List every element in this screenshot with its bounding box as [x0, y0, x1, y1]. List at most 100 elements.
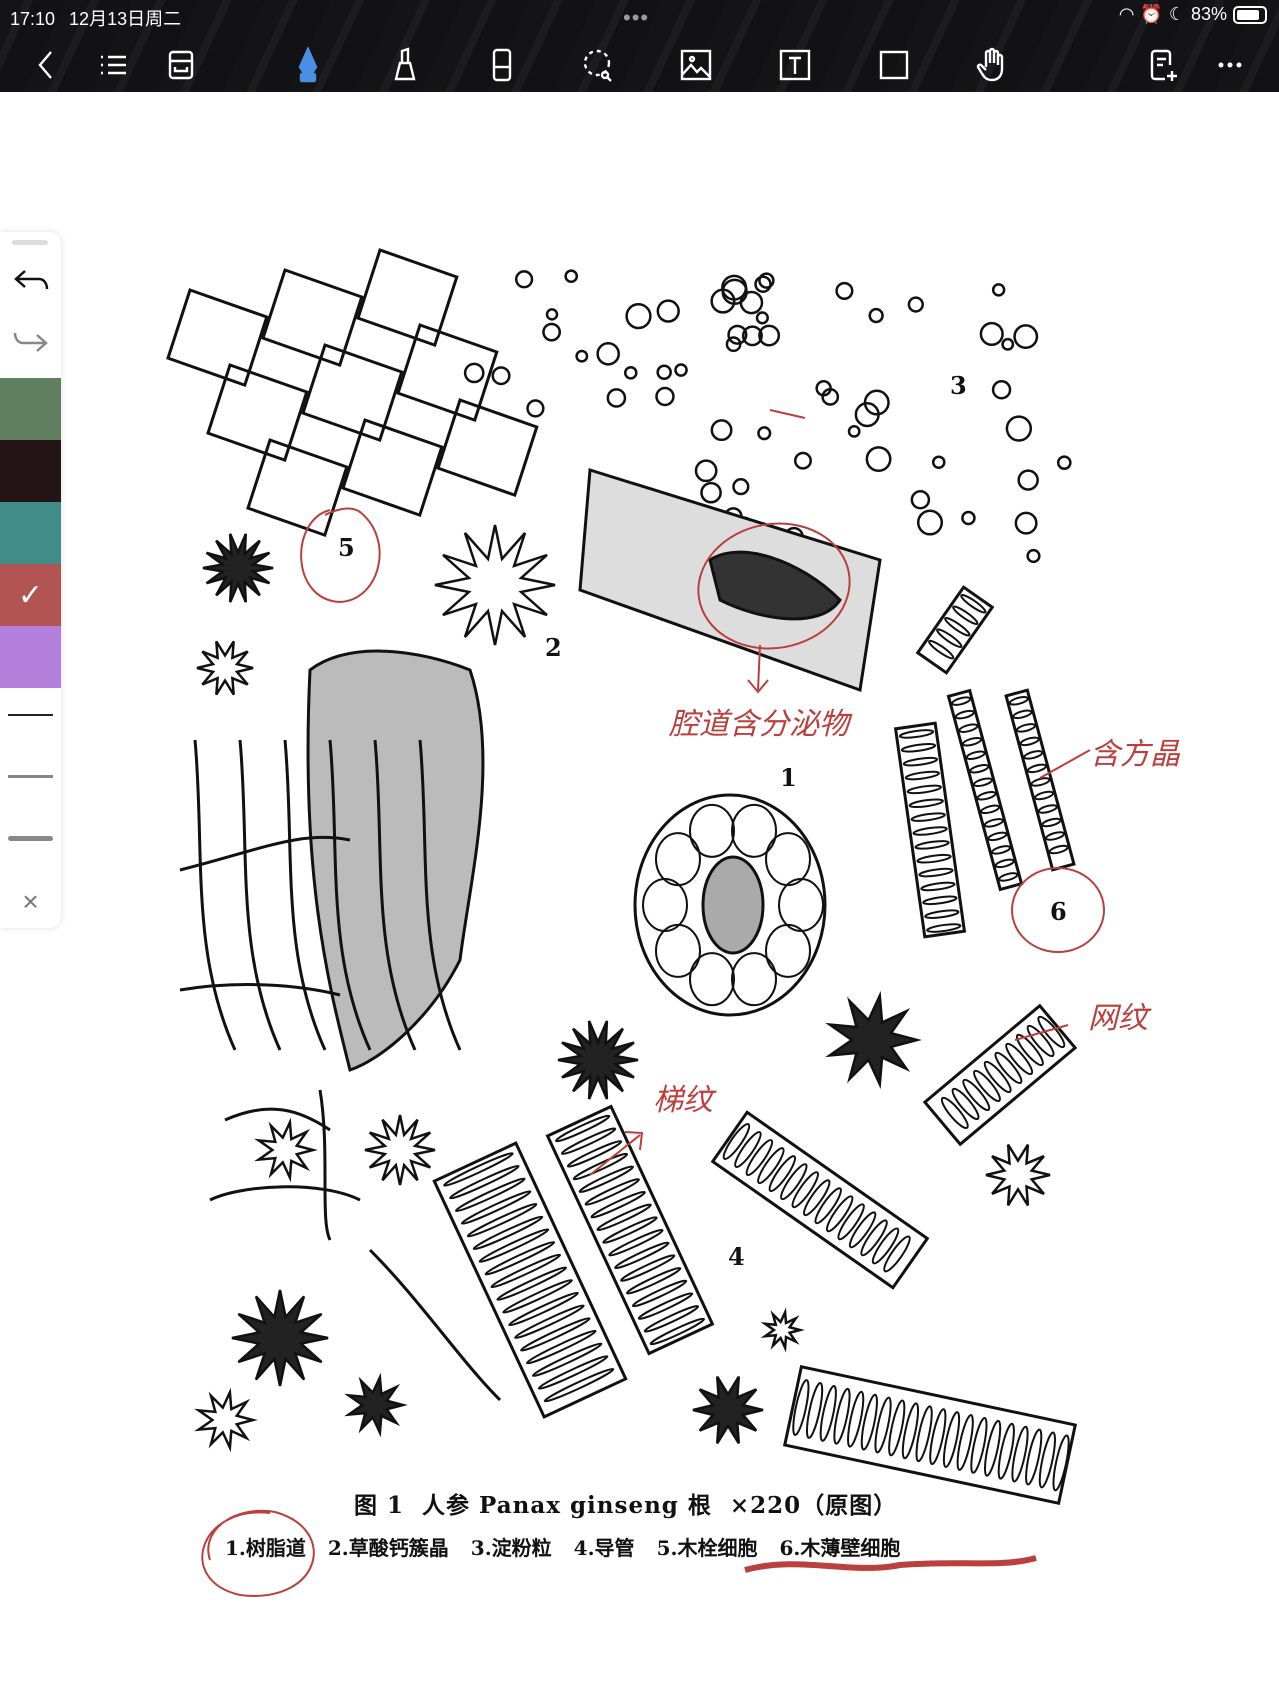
vessel-pit — [940, 1096, 969, 1130]
legend-item-1: 1.树脂道 — [225, 1536, 306, 1560]
vessel-pit — [991, 845, 1012, 855]
pointer-reticulate — [1014, 1024, 1069, 1041]
starch-grain — [931, 455, 946, 470]
stroke-width-thin[interactable] — [8, 714, 53, 716]
vessel-pit — [1015, 1033, 1044, 1067]
vessel-pit — [901, 1402, 920, 1460]
more-button[interactable] — [1211, 46, 1249, 84]
undo-icon — [13, 270, 48, 290]
text-tool[interactable] — [776, 46, 814, 84]
starch-grain — [725, 336, 742, 353]
chevron-left-icon — [38, 51, 52, 79]
secretion-mass — [708, 550, 842, 621]
color-swatch-purple[interactable] — [0, 626, 61, 688]
pen-tool[interactable] — [289, 46, 327, 84]
vessel-pit — [998, 872, 1019, 882]
sidebar-drag-handle[interactable] — [12, 240, 48, 245]
vessel-pit — [560, 1127, 617, 1155]
starch-grain — [491, 366, 511, 386]
hand-tool[interactable] — [972, 46, 1010, 84]
vessel-pit — [900, 743, 937, 753]
vessel — [893, 721, 967, 939]
starch-grain — [656, 299, 680, 323]
vessel-pit — [1011, 1425, 1029, 1483]
starch-grain — [793, 451, 812, 470]
vessel-pit — [490, 1253, 562, 1289]
starch-grain — [1026, 548, 1041, 564]
starch-grain — [721, 274, 748, 301]
starch-grain — [655, 386, 675, 407]
redo-icon — [13, 332, 48, 352]
calcium-oxalate-druse — [194, 1387, 258, 1453]
multitask-dots[interactable]: ••• — [623, 5, 650, 30]
calcium-oxalate-druse — [344, 1372, 408, 1438]
starch-grain — [694, 459, 718, 483]
outline-button[interactable] — [94, 46, 132, 84]
color-swatch-green[interactable] — [0, 378, 61, 440]
starch-grain — [991, 283, 1006, 297]
color-swatch-dark[interactable] — [0, 440, 61, 502]
close-sidebar-button[interactable]: × — [22, 886, 39, 917]
calcium-oxalate-druse — [254, 1117, 318, 1183]
vessel-pit — [531, 1342, 603, 1377]
vessel-pit — [958, 723, 979, 733]
starch-grain — [847, 424, 861, 438]
illustration-ink — [166, 248, 1078, 1506]
color-swatch-teal[interactable] — [0, 502, 61, 564]
starch-grain — [910, 489, 931, 510]
cork-cell — [356, 248, 459, 348]
starch-grain — [732, 478, 750, 496]
vessel-pit — [883, 1235, 911, 1273]
starch-grain — [739, 290, 764, 315]
vessel-pit — [833, 1387, 851, 1445]
vessel-pit — [983, 818, 1004, 828]
stroke-width-medium[interactable] — [8, 775, 53, 778]
redo-button[interactable] — [0, 322, 61, 362]
starch-grain — [907, 296, 924, 313]
starch-grain — [863, 389, 890, 416]
vessel-pit — [825, 1195, 854, 1233]
vessel-pit — [1025, 1428, 1043, 1486]
calcium-oxalate-druse — [202, 533, 274, 603]
epithelial-cell — [654, 923, 701, 978]
eraser-tool[interactable] — [483, 46, 521, 84]
vessel — [710, 1110, 930, 1290]
epithelial-cell — [654, 832, 701, 887]
vessel-pit — [745, 1139, 774, 1176]
image-tool[interactable] — [677, 46, 715, 84]
template-button[interactable] — [162, 46, 200, 84]
vessel-pit — [625, 1267, 682, 1295]
status-time: 17:10 — [10, 9, 56, 29]
add-page-button[interactable] — [1143, 46, 1181, 84]
highlighter-tool[interactable] — [386, 46, 424, 84]
starch-grain — [542, 322, 562, 342]
vessel-pit — [1016, 723, 1036, 733]
vessel-pit — [912, 826, 948, 836]
battery-icon — [1233, 5, 1267, 24]
starch-grain — [1013, 324, 1039, 350]
vessel-pit — [972, 777, 993, 788]
color-swatch-red[interactable]: ✓ — [0, 564, 61, 626]
legend-item-2: 2.草酸钙簇晶 — [327, 1536, 449, 1560]
vessel-pit — [496, 1266, 567, 1301]
stroke-width-thick[interactable] — [8, 836, 53, 841]
vessel-pit — [926, 923, 962, 933]
vessel-pit — [768, 1155, 797, 1193]
vessel-pit — [1023, 750, 1044, 760]
starch-grain — [656, 364, 672, 381]
vessel-pit — [970, 1416, 988, 1474]
starch-grain — [727, 324, 748, 345]
vessel-wall — [915, 585, 995, 675]
vessel-pit — [643, 1305, 700, 1333]
back-button[interactable] — [27, 46, 65, 84]
shape-tool[interactable] — [875, 46, 913, 84]
vessel-pit — [478, 1228, 550, 1263]
image-icon — [680, 49, 712, 81]
undo-button[interactable] — [0, 262, 61, 302]
legend-item-5: 5.木栓细胞 — [656, 1536, 758, 1560]
vessel-pit — [860, 1219, 888, 1257]
lasso-tool[interactable] — [579, 46, 617, 84]
calcium-oxalate-druse — [692, 1376, 764, 1444]
vessel-pit — [936, 628, 963, 648]
vessel-pit — [847, 1390, 865, 1448]
